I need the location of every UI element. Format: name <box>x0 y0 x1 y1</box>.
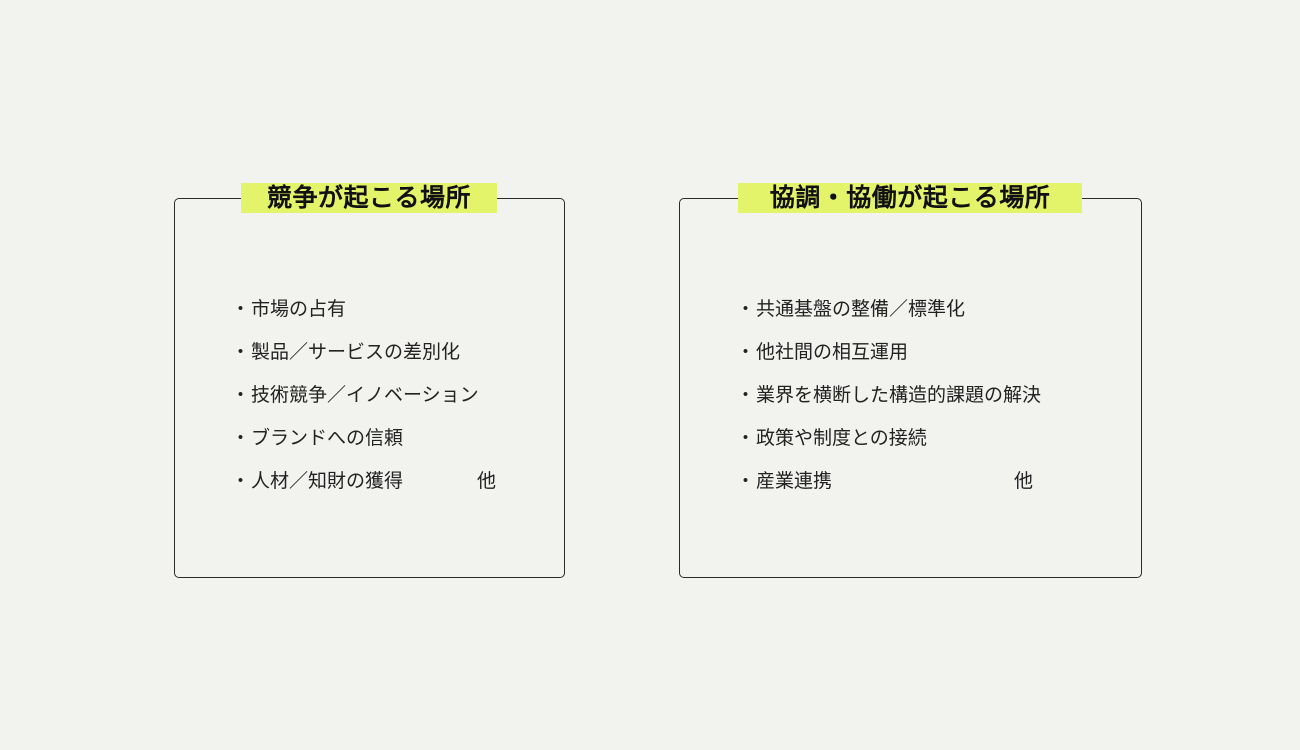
cooperation-panel-title: 協調・協働が起こる場所 <box>738 183 1082 213</box>
competition-panel: 競争が起こる場所 ・市場の占有 ・製品／サービスの差別化 ・技術競争／イノベーシ… <box>174 183 565 578</box>
list-item: ・他社間の相互運用 <box>736 338 1041 381</box>
list-item-label: 人材／知財の獲得 <box>251 470 404 492</box>
cooperation-item-list: ・共通基盤の整備／標準化 ・他社間の相互運用 ・業界を横断した構造的課題の解決 … <box>736 295 1041 510</box>
bullet-icon: ・ <box>231 298 251 320</box>
bullet-icon: ・ <box>231 384 251 406</box>
list-item: ・産業連携 他 <box>736 467 1041 510</box>
list-item: ・共通基盤の整備／標準化 <box>736 295 1041 338</box>
list-item-label: 産業連携 <box>756 470 833 492</box>
list-item-label: 政策や制度との接続 <box>756 427 927 449</box>
etc-label: 他 <box>1014 470 1034 492</box>
list-item: ・市場の占有 <box>231 295 479 338</box>
bullet-icon: ・ <box>736 298 756 320</box>
list-item-label: 製品／サービスの差別化 <box>251 341 461 363</box>
cooperation-panel: 協調・協働が起こる場所 ・共通基盤の整備／標準化 ・他社間の相互運用 ・業界を横… <box>679 183 1142 578</box>
etc-label: 他 <box>477 470 497 492</box>
competition-item-list: ・市場の占有 ・製品／サービスの差別化 ・技術競争／イノベーション ・ブランドへ… <box>231 295 496 510</box>
bullet-icon: ・ <box>736 384 756 406</box>
bullet-icon: ・ <box>736 341 756 363</box>
bullet-icon: ・ <box>736 427 756 449</box>
list-item-label: 技術競争／イノベーション <box>251 384 479 406</box>
bullet-icon: ・ <box>231 341 251 363</box>
bullet-icon: ・ <box>231 470 251 492</box>
list-item-label: 共通基盤の整備／標準化 <box>756 298 966 320</box>
bullet-icon: ・ <box>736 470 756 492</box>
list-item-label: 他社間の相互運用 <box>756 341 909 363</box>
list-item-label: ブランドへの信頼 <box>251 427 404 449</box>
list-item: ・業界を横断した構造的課題の解決 <box>736 381 1041 424</box>
list-item: ・製品／サービスの差別化 <box>231 338 479 381</box>
list-item-label: 市場の占有 <box>251 298 347 320</box>
competition-panel-title: 競争が起こる場所 <box>241 183 497 213</box>
list-item: ・ブランドへの信頼 <box>231 424 479 467</box>
bullet-icon: ・ <box>231 427 251 449</box>
list-item: ・人材／知財の獲得 他 <box>231 467 496 510</box>
list-item-label: 業界を横断した構造的課題の解決 <box>756 384 1042 406</box>
list-item: ・政策や制度との接続 <box>736 424 1041 467</box>
list-item: ・技術競争／イノベーション <box>231 381 479 424</box>
